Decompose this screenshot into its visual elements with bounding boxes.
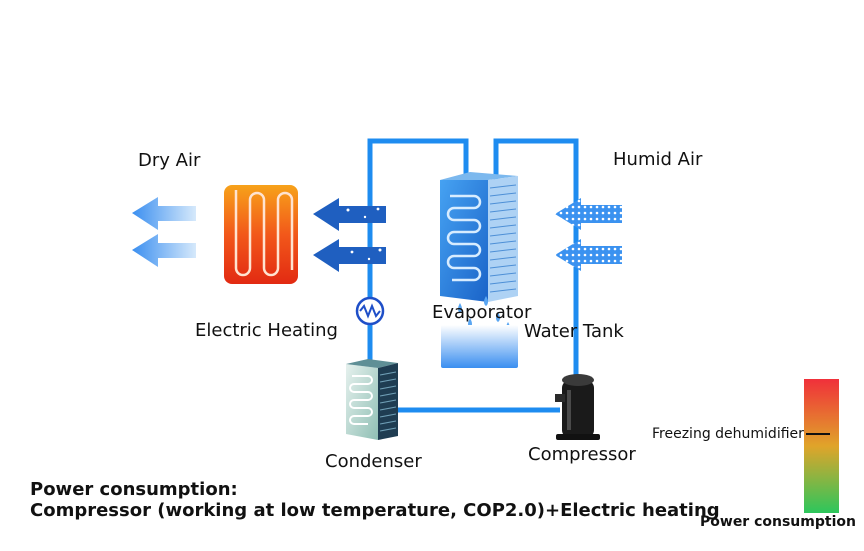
power-consumption-title: Power consumption: bbox=[30, 479, 238, 500]
humid-air-label: Humid Air bbox=[613, 149, 703, 170]
flow-arrow-sparkles bbox=[346, 207, 382, 261]
heater-coil bbox=[234, 190, 294, 277]
compressor-highlight bbox=[567, 390, 571, 430]
power-consumption-description: Compressor (working at low temperature, … bbox=[30, 500, 720, 521]
dry-air-arrows bbox=[132, 197, 196, 267]
humid-air-arrow-bottom bbox=[555, 239, 622, 271]
condenser-top bbox=[346, 359, 398, 368]
condenser-coil bbox=[349, 375, 373, 425]
compressor-label: Compressor bbox=[528, 444, 636, 465]
evaporator-label: Evaporator bbox=[432, 302, 532, 323]
compressor-port bbox=[555, 394, 565, 402]
power-scale bbox=[804, 379, 839, 513]
compressor bbox=[555, 374, 600, 440]
flow-arrows-mid bbox=[313, 198, 386, 272]
power-scale-caption: Power consumption bbox=[700, 514, 856, 530]
evaporator-coil bbox=[446, 194, 482, 282]
evaporator bbox=[440, 172, 518, 302]
dry-air-arrow-top bbox=[132, 197, 196, 230]
evaporator-fin-lines bbox=[489, 184, 517, 293]
condenser-label: Condenser bbox=[325, 451, 422, 472]
droplet bbox=[458, 303, 462, 313]
evaporator-fins bbox=[488, 176, 518, 302]
heater-body bbox=[224, 185, 298, 284]
droplet bbox=[484, 296, 488, 306]
electric-heating-label: Electric Heating bbox=[195, 320, 338, 341]
flow-arrow-top bbox=[313, 198, 386, 231]
compressor-top bbox=[562, 374, 594, 386]
compressor-base bbox=[556, 434, 600, 440]
humid-air-arrow-top bbox=[555, 198, 622, 230]
flow-arrow-bottom bbox=[313, 239, 386, 272]
compressor-body bbox=[562, 380, 594, 438]
water-tank bbox=[441, 325, 518, 368]
condenser-fin-lines bbox=[379, 371, 397, 432]
droplet bbox=[496, 312, 500, 322]
evaporator-front bbox=[440, 180, 488, 302]
power-scale-bar bbox=[804, 379, 839, 513]
condenser bbox=[346, 359, 398, 440]
electric-heater bbox=[224, 185, 298, 284]
dry-air-arrow-bottom bbox=[132, 234, 196, 267]
freezing-dehumidifier-label: Freezing dehumidifier bbox=[652, 426, 804, 442]
evaporator-top bbox=[440, 172, 518, 180]
expansion-valve bbox=[355, 296, 385, 326]
water-tank-label: Water Tank bbox=[524, 321, 624, 342]
dry-air-label: Dry Air bbox=[138, 150, 201, 171]
humid-air-arrows bbox=[555, 198, 622, 271]
